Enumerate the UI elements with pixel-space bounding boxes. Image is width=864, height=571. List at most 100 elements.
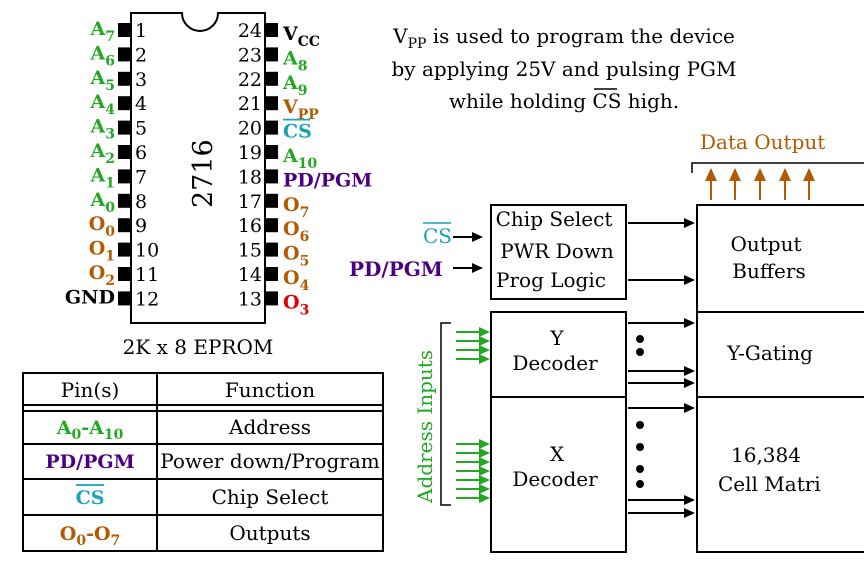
x-ellipsis-dot-0 (636, 421, 644, 429)
pin-13-name: O (283, 291, 300, 313)
pin-23-subscript: 8 (298, 58, 308, 74)
table-row-3-pins: O0-O7 (60, 523, 121, 549)
data-output-arrow-0-head (705, 168, 717, 181)
chip-select-line1: Chip Select (496, 207, 613, 231)
pin-part: A (56, 417, 72, 439)
pin-6-subscript: 2 (105, 151, 115, 167)
pin-23-label: A8 (282, 47, 308, 74)
pin-22-number: 22 (238, 69, 262, 91)
pin-17-subscript: 7 (300, 205, 310, 221)
pin-15-lead (265, 242, 278, 257)
pin-24-name: V (282, 23, 299, 45)
pin-9-name: O (89, 213, 106, 235)
note-line1-text: is used to program the device (426, 24, 734, 48)
pin-15-subscript: 5 (300, 254, 310, 270)
connection-arrows (453, 218, 695, 518)
pin-19-subscript: 10 (298, 156, 318, 172)
pin-15-number: 15 (238, 240, 262, 262)
y-ellipsis-dot-1 (636, 348, 644, 356)
pin-1-subscript: 7 (105, 29, 115, 45)
pin-21-number: 21 (238, 93, 262, 115)
data-output-label: Data Output (700, 130, 825, 154)
pin-16-lead (265, 218, 278, 233)
cs-input-label: CS (423, 224, 452, 248)
pin-20-label: CS (283, 121, 312, 143)
pin-13-label: O3 (283, 291, 309, 318)
pin-2-number: 2 (135, 44, 147, 66)
pin-5-lead (118, 120, 131, 135)
pin-5-subscript: 3 (105, 127, 115, 143)
vpp-symbol: V (392, 24, 408, 48)
vpp-subscript: PP (408, 36, 427, 52)
table-row-0-pins: A0-A10 (56, 417, 124, 443)
pin-part: O (60, 523, 77, 545)
cell-matrix-line1: 16,384 (731, 443, 801, 467)
pdpgm-arrow-head (472, 263, 483, 273)
pin-17-number: 17 (238, 191, 262, 213)
cell-matrix-line2: Cell Matri (718, 472, 821, 496)
pin-3-subscript: 5 (105, 78, 115, 94)
y-ellipsis-dot-0 (636, 335, 644, 343)
pin-2-lead (118, 47, 131, 62)
table-row-1-pins: PD/PGM (45, 451, 134, 473)
pin-9-number: 9 (135, 215, 147, 237)
address-inputs-label: Address Inputs (413, 350, 437, 504)
pin-11-label: O2 (89, 262, 115, 289)
pin-8-subscript: 0 (105, 200, 115, 216)
pin-22-name: A (282, 72, 298, 94)
pin-part-subscript: 7 (111, 533, 121, 549)
pin-part: -O (86, 523, 110, 545)
pin-14-name: O (283, 267, 300, 289)
pin-17-name: O (283, 194, 300, 216)
y-decoder-line2: Decoder (512, 351, 598, 375)
pin-5-name: A (90, 116, 106, 138)
pin-24-lead (265, 23, 278, 37)
table-header-function: Function (225, 378, 315, 402)
data-output-arrow-1-head (729, 168, 741, 181)
pin-8-lead (118, 193, 131, 208)
pin-11-number: 11 (135, 264, 159, 286)
pin-12-number: 12 (135, 288, 159, 310)
pin-12-name: GND (65, 286, 115, 308)
pin-8-name: A (90, 189, 106, 211)
pin-part-subscript: 10 (104, 427, 124, 443)
pin-16-name: O (283, 218, 300, 240)
pin-4-lead (118, 96, 131, 111)
pin-21-lead (265, 96, 278, 111)
pin-7-subscript: 1 (105, 175, 115, 191)
x-decoder-arrow-0-head (684, 403, 695, 413)
programming-note-line3: while holding CS high. (449, 89, 679, 113)
pin-18-name: PD/PGM (283, 169, 372, 191)
pin-6-label: A2 (90, 140, 116, 167)
y-address-arrow-0-head (479, 327, 490, 337)
pin-9-subscript: 0 (105, 224, 115, 240)
block-diagram (490, 162, 864, 553)
pin-14-subscript: 4 (300, 278, 310, 294)
pin-20-name: CS (283, 121, 312, 143)
output-buffers-line1: Output (730, 232, 801, 256)
chip-number: 2716 (188, 139, 219, 208)
x-address-arrow-1-head (479, 448, 490, 458)
x-decoder-arrow-1-head (684, 495, 695, 505)
pin-20-number: 20 (238, 118, 262, 140)
pin-13-number: 13 (238, 288, 262, 310)
chip-select-line2: PWR Down (500, 239, 614, 263)
pin-5-number: 5 (135, 118, 147, 140)
pin-23-number: 23 (238, 44, 262, 66)
address-input-arrows (456, 327, 490, 503)
note-cs: CS (592, 89, 621, 113)
pin-9-label: O0 (89, 213, 116, 240)
x-address-arrow-6-head (479, 493, 490, 503)
pin-16-label: O6 (283, 218, 309, 245)
x-address-arrow-2-head (479, 457, 490, 467)
pin-10-lead (118, 242, 131, 257)
pin-4-name: A (90, 91, 106, 113)
pin-part-subscript: 0 (71, 427, 81, 443)
pin-18-lead (265, 169, 278, 184)
pin-19-lead (265, 145, 278, 159)
y-address-arrow-3-head (479, 354, 490, 364)
pin-4-subscript: 4 (105, 102, 115, 118)
data-output-arrow-3-head (779, 168, 791, 181)
